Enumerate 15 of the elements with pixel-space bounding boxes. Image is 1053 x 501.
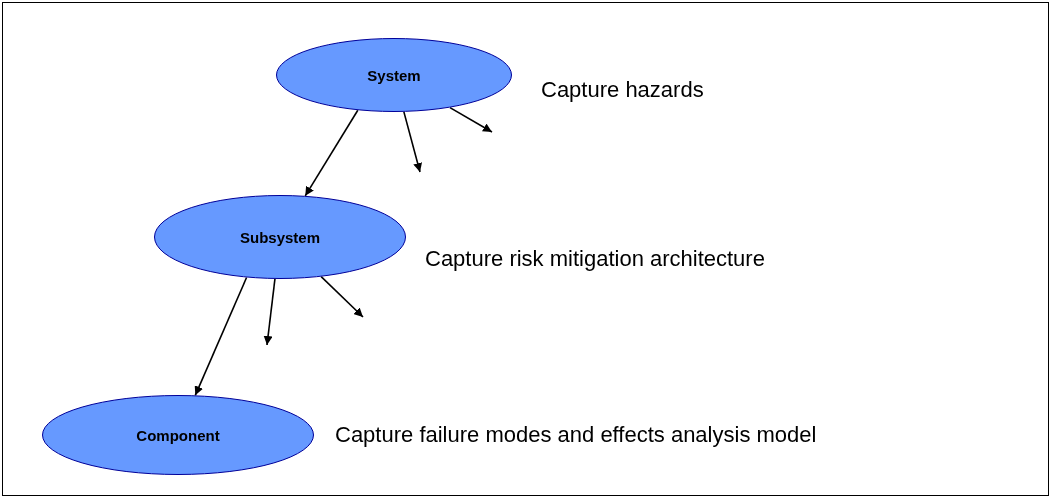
ellipse-node — [154, 195, 406, 279]
description-text: Capture hazards — [541, 77, 704, 103]
node-label: Component — [136, 426, 220, 444]
ellipse-node — [276, 38, 512, 112]
ellipse-node — [42, 395, 314, 475]
description-text: Capture risk mitigation architecture — [425, 246, 765, 272]
arrow — [304, 109, 359, 197]
arrow — [403, 111, 422, 173]
node-label: Subsystem — [239, 228, 320, 246]
arrow — [449, 106, 493, 133]
node-label: System — [367, 66, 421, 84]
description-text: Capture failure modes and effects analysis model — [335, 422, 817, 448]
arrow — [263, 278, 276, 346]
arrow — [320, 275, 364, 318]
arrow — [194, 276, 248, 397]
